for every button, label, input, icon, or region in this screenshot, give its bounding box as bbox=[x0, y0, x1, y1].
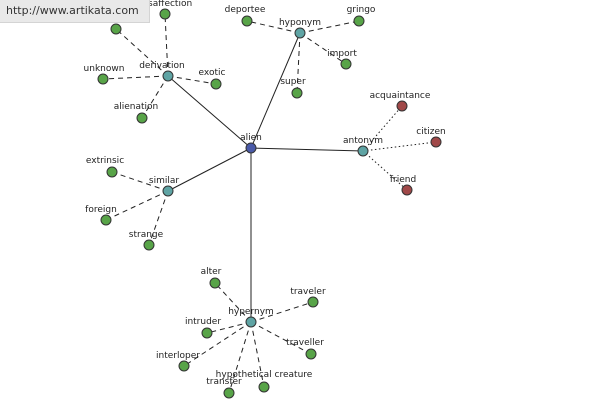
word-node-foreign[interactable] bbox=[100, 214, 112, 226]
word-label-strange[interactable]: strange bbox=[129, 230, 164, 240]
relation-label-hyponym[interactable]: hyponym bbox=[279, 18, 321, 28]
word-node-gringo[interactable] bbox=[353, 15, 365, 27]
word-node-hypothetical-creature[interactable] bbox=[258, 381, 270, 393]
edge-alien-hyponym bbox=[250, 32, 301, 149]
relation-node-hypernym[interactable] bbox=[245, 316, 257, 328]
edge-hypernym-transfer bbox=[228, 321, 252, 394]
word-label-gringo[interactable]: gringo bbox=[347, 5, 376, 15]
word-node-friend[interactable] bbox=[401, 184, 413, 196]
word-node-traveller[interactable] bbox=[305, 348, 317, 360]
word-node-alienation[interactable] bbox=[136, 112, 148, 124]
word-node-acquaintance[interactable] bbox=[396, 100, 408, 112]
edge-antonym-citizen bbox=[362, 141, 437, 152]
edge-layer bbox=[102, 13, 437, 394]
edge-hyponym-gringo bbox=[299, 20, 360, 34]
edge-hypernym-traveller bbox=[250, 321, 312, 355]
edge-hyponym-super bbox=[296, 32, 301, 94]
word-node-import[interactable] bbox=[340, 58, 352, 70]
relation-label-hypernym[interactable]: hypernym bbox=[228, 307, 274, 317]
edge-hypernym-hypothetical-creature bbox=[250, 321, 265, 388]
word-node-traveler[interactable] bbox=[307, 296, 319, 308]
word-label-friend[interactable]: friend bbox=[390, 175, 416, 185]
word-node-disaffection[interactable] bbox=[159, 8, 171, 20]
node-layer bbox=[97, 8, 442, 399]
center-node[interactable] bbox=[245, 142, 257, 154]
edge-similar-strange bbox=[148, 190, 169, 246]
edge-hypernym-traveler bbox=[250, 301, 314, 323]
source-url-banner[interactable]: http://www.artikata.com bbox=[0, 0, 150, 23]
edge-hypernym-interloper bbox=[183, 321, 252, 367]
word-node-interloper[interactable] bbox=[178, 360, 190, 372]
relation-label-derivation[interactable]: derivation bbox=[139, 61, 185, 71]
relation-label-antonym[interactable]: antonym bbox=[343, 136, 383, 146]
edge-hypernym-intruder bbox=[206, 321, 252, 334]
word-label-deportee[interactable]: deportee bbox=[225, 5, 266, 15]
word-label-acquaintance[interactable]: acquaintance bbox=[370, 91, 431, 101]
relation-node-similar[interactable] bbox=[162, 185, 174, 197]
word-label-traveller[interactable]: traveller bbox=[286, 338, 324, 348]
relation-node-antonym[interactable] bbox=[357, 145, 369, 157]
word-label-citizen[interactable]: citizen bbox=[416, 127, 445, 137]
word-node-intruder[interactable] bbox=[201, 327, 213, 339]
edge-similar-extrinsic bbox=[111, 171, 169, 192]
relation-node-derivation[interactable] bbox=[162, 70, 174, 82]
word-label-import[interactable]: import bbox=[327, 49, 357, 59]
word-label-interloper[interactable]: interloper bbox=[156, 351, 200, 361]
word-label-alter[interactable]: alter bbox=[201, 267, 222, 277]
edge-alien-derivation bbox=[167, 75, 252, 149]
word-label-hypothetical-creature[interactable]: hypothetical creature bbox=[216, 370, 313, 380]
edge-alien-similar bbox=[167, 147, 252, 192]
word-label-traveler[interactable]: traveler bbox=[290, 287, 326, 297]
word-label-intruder[interactable]: intruder bbox=[185, 317, 221, 327]
word-label-transfer[interactable]: transfer bbox=[206, 377, 242, 387]
edge-derivation-unknown bbox=[102, 75, 169, 80]
relation-node-hyponym[interactable] bbox=[294, 27, 306, 39]
word-node-extrinsic[interactable] bbox=[106, 166, 118, 178]
edge-derivation-disaffection bbox=[164, 13, 169, 77]
word-label-alienation[interactable]: alienation bbox=[114, 102, 159, 112]
edge-derivation-exotic bbox=[167, 75, 217, 85]
word-node-strange[interactable] bbox=[143, 239, 155, 251]
edge-derivation-t bbox=[115, 28, 169, 77]
word-node-transfer[interactable] bbox=[223, 387, 235, 399]
edge-similar-foreign bbox=[105, 190, 169, 221]
edge-alien-antonym bbox=[250, 147, 364, 152]
word-label-foreign[interactable]: foreign bbox=[85, 205, 117, 215]
center-word-label[interactable]: alien bbox=[240, 133, 262, 143]
word-label-super[interactable]: super bbox=[280, 77, 306, 87]
word-label-exotic[interactable]: exotic bbox=[199, 68, 226, 78]
word-label-disaffection[interactable]: disaffection bbox=[140, 0, 192, 9]
word-node-exotic[interactable] bbox=[210, 78, 222, 90]
word-node-super[interactable] bbox=[291, 87, 303, 99]
word-node-deportee[interactable] bbox=[241, 15, 253, 27]
edge-antonym-friend bbox=[362, 150, 408, 191]
word-node-t[interactable] bbox=[110, 23, 122, 35]
label-layer: alien hyponym deportee gringo import super der… bbox=[84, 0, 446, 387]
edge-hyponym-deportee bbox=[246, 20, 301, 34]
relation-label-similar[interactable]: similar bbox=[149, 176, 179, 186]
word-node-unknown[interactable] bbox=[97, 73, 109, 85]
word-node-alter[interactable] bbox=[209, 277, 221, 289]
edge-hyponym-import bbox=[299, 32, 347, 65]
word-node-citizen[interactable] bbox=[430, 136, 442, 148]
word-label-extrinsic[interactable]: extrinsic bbox=[86, 156, 124, 166]
word-label-unknown[interactable]: unknown bbox=[84, 64, 125, 74]
